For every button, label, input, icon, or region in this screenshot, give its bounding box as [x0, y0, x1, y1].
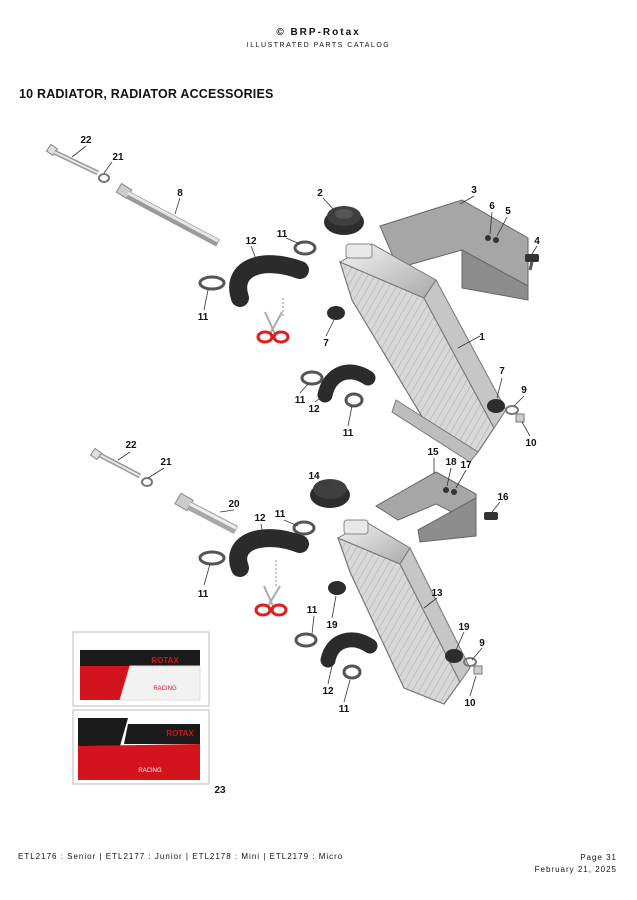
header-subtitle: ILLUSTRATED PARTS CATALOG — [246, 42, 391, 49]
callout-number: 19 — [326, 620, 338, 631]
callout-number: 11 — [343, 428, 354, 439]
callout-number: 19 — [458, 622, 470, 633]
callout-number: 11 — [198, 312, 209, 323]
callout-number: 1 — [479, 332, 485, 343]
callout-number: 8 — [177, 188, 183, 199]
bolt-part — [45, 143, 100, 176]
callout-number: 12 — [254, 513, 266, 524]
callout-number: 22 — [125, 440, 137, 451]
callout-number: 5 — [505, 206, 511, 217]
clamp-part — [198, 275, 226, 291]
clamp-part — [293, 240, 317, 256]
callout-number: 11 — [277, 229, 288, 240]
washer-part — [98, 173, 110, 183]
section-title: 10 RADIATOR, RADIATOR ACCESSORIES — [19, 87, 274, 101]
header-brand: © BRP-Rotax — [276, 27, 361, 38]
hose-part — [229, 255, 309, 307]
callout-number: 7 — [323, 338, 329, 349]
sticker-top-sub: RACING — [153, 686, 177, 692]
grommet-part — [327, 306, 345, 320]
page-number: Page 31 — [580, 853, 617, 862]
callout-number: 9 — [521, 385, 527, 396]
callout-number: 15 — [427, 447, 439, 458]
radiator-cap-part — [324, 206, 364, 235]
callout-number: 12 — [308, 404, 320, 415]
callout-number: 21 — [160, 457, 172, 468]
callout-number: 23 — [214, 785, 226, 796]
footer-page-info: Page 31 February 21, 2025 — [535, 852, 617, 876]
callout-number: 16 — [497, 492, 509, 503]
callout-number: 13 — [431, 588, 443, 599]
callout-number: 20 — [228, 499, 240, 510]
sticker-kit-bottom: ROTAX RACING — [72, 709, 210, 785]
callout-number: 11 — [198, 589, 209, 600]
scissors-icon — [256, 298, 290, 344]
grommet-part — [487, 399, 505, 413]
callout-number: 11 — [275, 509, 286, 520]
callout-number: 12 — [245, 236, 257, 247]
catalog-date: February 21, 2025 — [534, 865, 617, 874]
callout-number: 9 — [479, 638, 485, 649]
callout-number: 12 — [322, 686, 334, 697]
callout-number: 17 — [460, 460, 472, 471]
callout-number: 6 — [489, 201, 495, 212]
footer-model-list: ETL2176 : Senior | ETL2177 : Junior | ET… — [18, 852, 344, 861]
callout-number: 11 — [307, 605, 318, 616]
callout-number: 11 — [295, 395, 306, 406]
callout-number: 2 — [317, 188, 323, 199]
callout-number: 7 — [499, 366, 505, 377]
callout-number: 21 — [112, 152, 124, 163]
callout-number: 22 — [80, 135, 92, 146]
callout-number: 14 — [308, 471, 320, 482]
sticker-bottom-sub: RACING — [138, 768, 162, 774]
callout-number: 10 — [525, 438, 537, 449]
scissors-icon — [254, 560, 288, 617]
callout-number: 11 — [339, 704, 350, 715]
spacer-part — [115, 182, 220, 247]
parts-illustration: ROTAX RACING ROTAX RACING — [45, 135, 540, 796]
callout-number: 10 — [464, 698, 476, 709]
callout-number: 3 — [471, 185, 477, 196]
screw-part — [525, 254, 539, 271]
radiator-part — [338, 243, 507, 463]
sticker-bottom-title: ROTAX — [166, 729, 194, 738]
callout-number: 18 — [445, 457, 457, 468]
sticker-kit-top: ROTAX RACING — [72, 631, 210, 707]
sticker-top-title: ROTAX — [151, 656, 179, 665]
callout-number: 4 — [534, 236, 540, 247]
